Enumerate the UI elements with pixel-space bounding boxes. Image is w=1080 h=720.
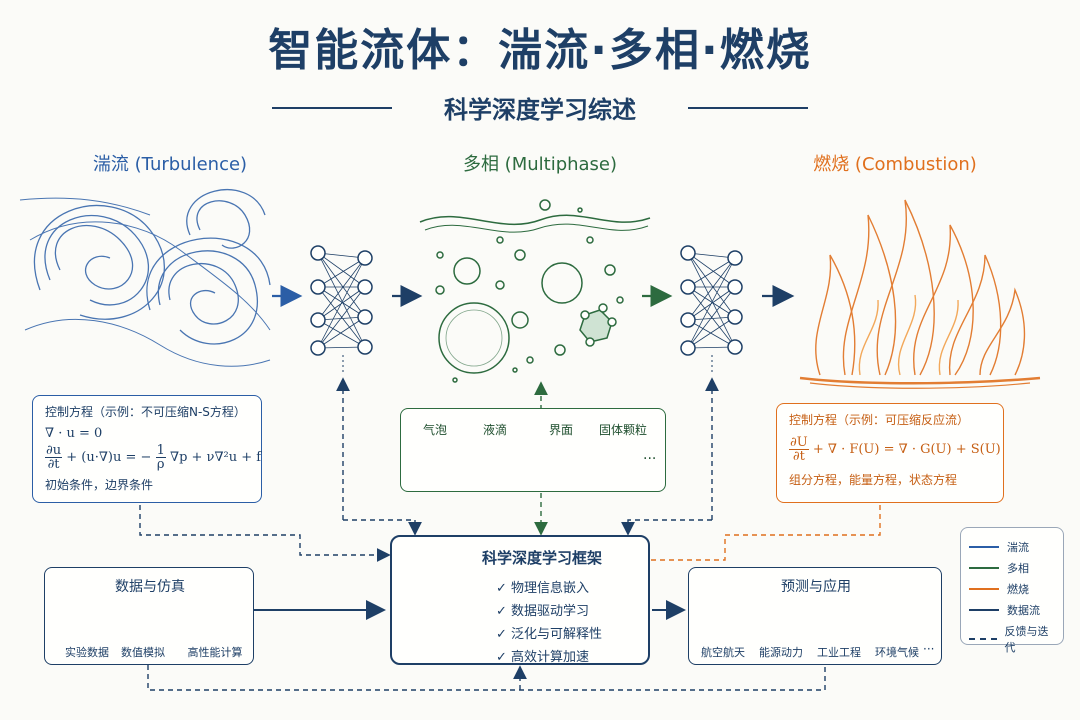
panel-title-turbulence: 湍流 (Turbulence) — [92, 154, 248, 175]
multiphase-item-interface: 界面 — [548, 423, 573, 437]
reactive-flow-equation: ∂U∂t + ∇ · F(U) = ∇ · G(U) + S(U) — [789, 435, 1001, 464]
applications-box: 预测与应用 航空航天 能源动力 工业工程 环境气候 ··· — [688, 567, 942, 665]
legend-item-feedback: 反馈与迭代 — [969, 623, 1055, 655]
multiphase-ellipsis: ··· — [643, 451, 657, 467]
framework-list: ✓ 物理信息嵌入 ✓ 数据驱动学习 ✓ 泛化与可解释性 ✓ 高效计算加速 — [496, 573, 602, 669]
framework-item-physics: ✓ 物理信息嵌入 — [496, 581, 590, 596]
framework-item-acceleration: ✓ 高效计算加速 — [496, 650, 590, 665]
data-item-hpc: 高性能计算 — [187, 646, 243, 659]
neural-network-icon-right — [680, 245, 743, 372]
legend-item-turbulence: 湍流 — [969, 539, 1055, 555]
framework-item-generalization: ✓ 泛化与可解释性 — [496, 627, 603, 642]
combustion-equation-box: 控制方程（示例：可压缩反应流） ∂U∂t + ∇ · F(U) = ∇ · G(… — [776, 403, 1004, 503]
legend-line-multiphase — [969, 567, 999, 569]
framework-box: 科学深度学习框架 ✓ 物理信息嵌入 ✓ 数据驱动学习 ✓ 泛化与可解释性 ✓ 高… — [390, 535, 650, 665]
legend-item-dataflow: 数据流 — [969, 602, 1055, 618]
app-item-energy: 能源动力 — [759, 646, 803, 659]
multiphase-bubbles-icon — [419, 199, 651, 383]
combustion-equation-heading: 控制方程（示例：可压缩反应流） — [789, 413, 970, 427]
app-item-environment: 环境气候 — [875, 646, 919, 659]
legend-item-combustion: 燃烧 — [969, 581, 1055, 597]
combustion-flame-icon — [799, 199, 1041, 389]
data-item-experimental: 实验数据 — [65, 646, 109, 659]
page-title: 智能流体：湍流·多相·燃烧 — [268, 25, 812, 76]
continuity-equation: ∇ · u = 0 — [45, 426, 103, 441]
neural-network-icon-left — [310, 245, 373, 372]
feedback-loop-bottom — [147, 665, 826, 691]
multiphase-item-bubble: 气泡 — [422, 423, 447, 437]
legend-item-multiphase: 多相 — [969, 560, 1055, 576]
turbulence-equation-footer: 初始条件，边界条件 — [45, 478, 154, 492]
panel-title-combustion: 燃烧 (Combustion) — [813, 154, 977, 175]
turbulence-equation-box: 控制方程（示例：不可压缩N-S方程） ∇ · u = 0 ∂u∂t + (u·∇… — [32, 395, 262, 503]
page-subtitle: 科学深度学习综述 — [444, 96, 636, 124]
data-item-simulation: 数值模拟 — [121, 646, 165, 659]
framework-item-data-driven: ✓ 数据驱动学习 — [496, 604, 590, 619]
applications-ellipsis: ··· — [923, 642, 935, 656]
legend-box: 湍流 多相 燃烧 数据流 反馈与迭代 — [960, 527, 1064, 654]
feedback-link-combustion — [650, 505, 881, 561]
legend-line-feedback — [969, 638, 997, 640]
legend-line-dataflow — [969, 609, 999, 611]
feedback-link-left-down — [343, 519, 422, 536]
data-box-title: 数据与仿真 — [115, 579, 185, 595]
panel-title-multiphase: 多相 (Multiphase) — [462, 154, 618, 175]
applications-title: 预测与应用 — [781, 579, 851, 595]
data-simulation-box: 数据与仿真 实验数据 数值模拟 高性能计算 — [44, 567, 254, 665]
combustion-equation-footer: 组分方程，能量方程，状态方程 — [789, 473, 958, 487]
feedback-link-right-down — [621, 519, 712, 536]
app-item-industry: 工业工程 — [817, 646, 861, 659]
turbulence-swirl-icon — [19, 189, 271, 367]
app-item-aerospace: 航空航天 — [701, 646, 745, 659]
multiphase-item-solid-particle: 固体颗粒 — [598, 423, 647, 437]
multiphase-items-box: 气泡 液滴 界面 固体颗粒 ··· — [400, 408, 666, 492]
legend-line-turbulence — [969, 546, 999, 548]
legend-line-combustion — [969, 588, 999, 590]
subtitle-rule-right — [688, 107, 808, 109]
turbulence-equation-heading: 控制方程（示例：不可压缩N-S方程） — [45, 405, 246, 419]
feedback-link-turbulence — [139, 505, 391, 562]
multiphase-item-droplet: 液滴 — [482, 423, 507, 437]
subtitle-rule-left — [272, 107, 392, 109]
framework-title: 科学深度学习框架 — [482, 549, 603, 567]
